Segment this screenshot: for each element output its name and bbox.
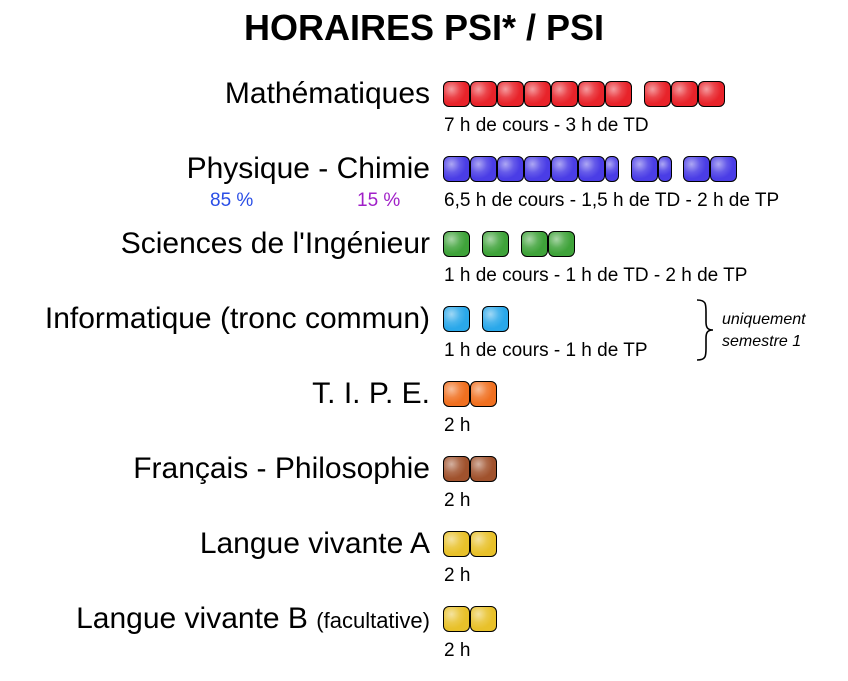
subject-row-francais: Français - Philosophie 2 h bbox=[0, 451, 848, 531]
hours-caption: 7 h de cours - 3 h de TD bbox=[444, 115, 649, 136]
hour-block bbox=[657, 156, 672, 182]
subject-label: Physique - Chimie bbox=[186, 152, 430, 185]
subject-label: Français - Philosophie bbox=[133, 452, 430, 485]
subject-row-info: Informatique (tronc commun) 1 h de cours… bbox=[0, 301, 848, 381]
subject-row-langue-a: Langue vivante A 2 h bbox=[0, 526, 848, 606]
hour-block bbox=[482, 306, 509, 332]
subject-row-langue-b: Langue vivante B (facultative) 2 h bbox=[0, 601, 848, 681]
hours-caption: 2 h bbox=[444, 415, 471, 436]
hour-block bbox=[578, 156, 605, 182]
hour-block bbox=[470, 606, 497, 632]
hours-caption: 1 h de cours - 1 h de TD - 2 h de TP bbox=[444, 265, 748, 286]
hour-block bbox=[443, 531, 470, 557]
hour-block bbox=[443, 606, 470, 632]
subject-name: Langue vivante B bbox=[76, 602, 308, 635]
hour-block bbox=[524, 156, 551, 182]
hour-block bbox=[605, 156, 619, 182]
hours-caption: 6,5 h de cours - 1,5 h de TD - 2 h de TP bbox=[444, 190, 780, 211]
hour-block bbox=[470, 531, 497, 557]
hour-block bbox=[482, 231, 509, 257]
subject-label: Langue vivante A bbox=[199, 527, 430, 560]
semester-note: uniquement semestre 1 bbox=[722, 309, 806, 353]
hour-block bbox=[548, 231, 575, 257]
note-line-2: semestre 1 bbox=[722, 333, 802, 350]
hour-block bbox=[551, 156, 578, 182]
subject-row-physique: Physique - Chimie 85 % 15 % 6,5 h de cou… bbox=[0, 151, 848, 231]
note-line-1: uniquement bbox=[722, 311, 806, 328]
hour-block bbox=[443, 231, 470, 257]
subject-label: Mathématiques bbox=[224, 77, 430, 110]
hour-block bbox=[470, 456, 497, 482]
hours-caption: 1 h de cours - 1 h de TP bbox=[444, 340, 648, 361]
hour-block bbox=[671, 81, 698, 107]
hours-caption: 2 h bbox=[444, 490, 471, 511]
hour-block bbox=[710, 156, 737, 182]
hour-block bbox=[644, 81, 671, 107]
hour-block bbox=[443, 156, 470, 182]
hour-block bbox=[470, 381, 497, 407]
subject-row-math: Mathématiques 7 h de cours - 3 h de TD bbox=[0, 76, 848, 156]
subject-label: Sciences de l'Ingénieur bbox=[120, 227, 430, 260]
subject-label: Informatique (tronc commun) bbox=[44, 302, 430, 335]
hour-block bbox=[470, 81, 497, 107]
hour-block bbox=[524, 81, 551, 107]
hour-block bbox=[443, 381, 470, 407]
subject-row-si: Sciences de l'Ingénieur 1 h de cours - 1… bbox=[0, 226, 848, 306]
curly-brace-icon bbox=[696, 299, 714, 361]
subject-suffix: (facultative) bbox=[316, 608, 430, 633]
subject-label: Langue vivante B (facultative) bbox=[76, 601, 430, 639]
hour-block bbox=[497, 156, 524, 182]
hour-block bbox=[521, 231, 548, 257]
hour-block bbox=[443, 306, 470, 332]
hour-block bbox=[497, 81, 524, 107]
share-15: 15 % bbox=[357, 190, 401, 211]
hours-caption: 2 h bbox=[444, 565, 471, 586]
hour-block bbox=[578, 81, 605, 107]
hour-block bbox=[470, 156, 497, 182]
share-85: 85 % bbox=[210, 190, 254, 211]
hour-block bbox=[443, 456, 470, 482]
hour-block bbox=[698, 81, 725, 107]
diagram-title: HORAIRES PSI* / PSI bbox=[243, 7, 605, 48]
hour-block bbox=[630, 156, 658, 182]
hours-caption: 2 h bbox=[444, 640, 471, 661]
hour-block bbox=[605, 81, 632, 107]
hour-block bbox=[683, 156, 710, 182]
subject-label: T. I. P. E. bbox=[312, 377, 430, 410]
hour-block bbox=[443, 81, 470, 107]
hour-block bbox=[551, 81, 578, 107]
subject-row-tipe: T. I. P. E. 2 h bbox=[0, 376, 848, 456]
